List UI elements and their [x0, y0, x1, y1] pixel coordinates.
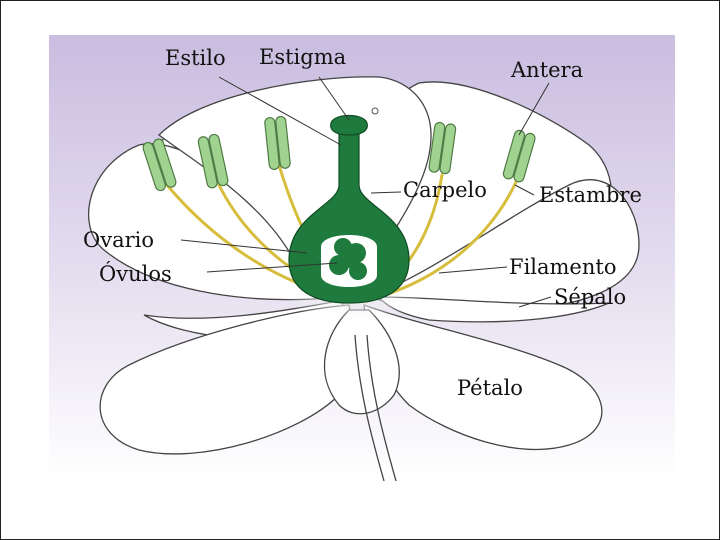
label-antera: Antera	[510, 58, 583, 82]
label-estilo: Estilo	[165, 46, 226, 70]
carpel-ovary	[288, 129, 410, 304]
anther-1	[142, 138, 177, 192]
leader-antera	[518, 82, 550, 136]
sepal-right	[377, 296, 610, 323]
label-sepalo: Sépalo	[554, 285, 626, 309]
ovules	[329, 238, 367, 280]
anther-3	[264, 115, 291, 171]
stem	[354, 334, 397, 481]
leader-estigma	[318, 76, 350, 121]
label-estigma: Estigma	[259, 45, 346, 69]
label-ovulos: Óvulos	[99, 261, 172, 286]
stigma-tip	[371, 107, 379, 115]
label-petalo: Pétalo	[457, 376, 523, 400]
flower-anatomy-diagram: Estilo Estigma Antera Carpelo Estambre O…	[49, 35, 675, 481]
stigma	[330, 114, 368, 136]
leader-estambre	[514, 184, 535, 196]
leader-ovario	[180, 239, 308, 254]
anthers	[142, 115, 536, 192]
label-ovario: Ovario	[83, 228, 154, 252]
leader-lines	[180, 76, 552, 308]
filament-5	[377, 178, 519, 299]
petal-bottom-center	[323, 309, 400, 415]
leader-carpelo	[370, 191, 402, 194]
labels: Estilo Estigma Antera Carpelo Estambre O…	[83, 45, 642, 400]
anther-2	[197, 133, 229, 189]
leader-estilo	[218, 76, 342, 146]
petals	[88, 76, 640, 455]
anther-5	[502, 129, 536, 183]
pistil	[288, 107, 410, 304]
leader-ovulos	[206, 262, 338, 273]
label-carpelo: Carpelo	[403, 178, 487, 202]
anther-4	[428, 121, 457, 175]
leader-sepalo	[518, 296, 552, 308]
label-filamento: Filamento	[509, 255, 616, 279]
leader-filamento	[438, 266, 508, 274]
label-estambre: Estambre	[539, 183, 642, 207]
